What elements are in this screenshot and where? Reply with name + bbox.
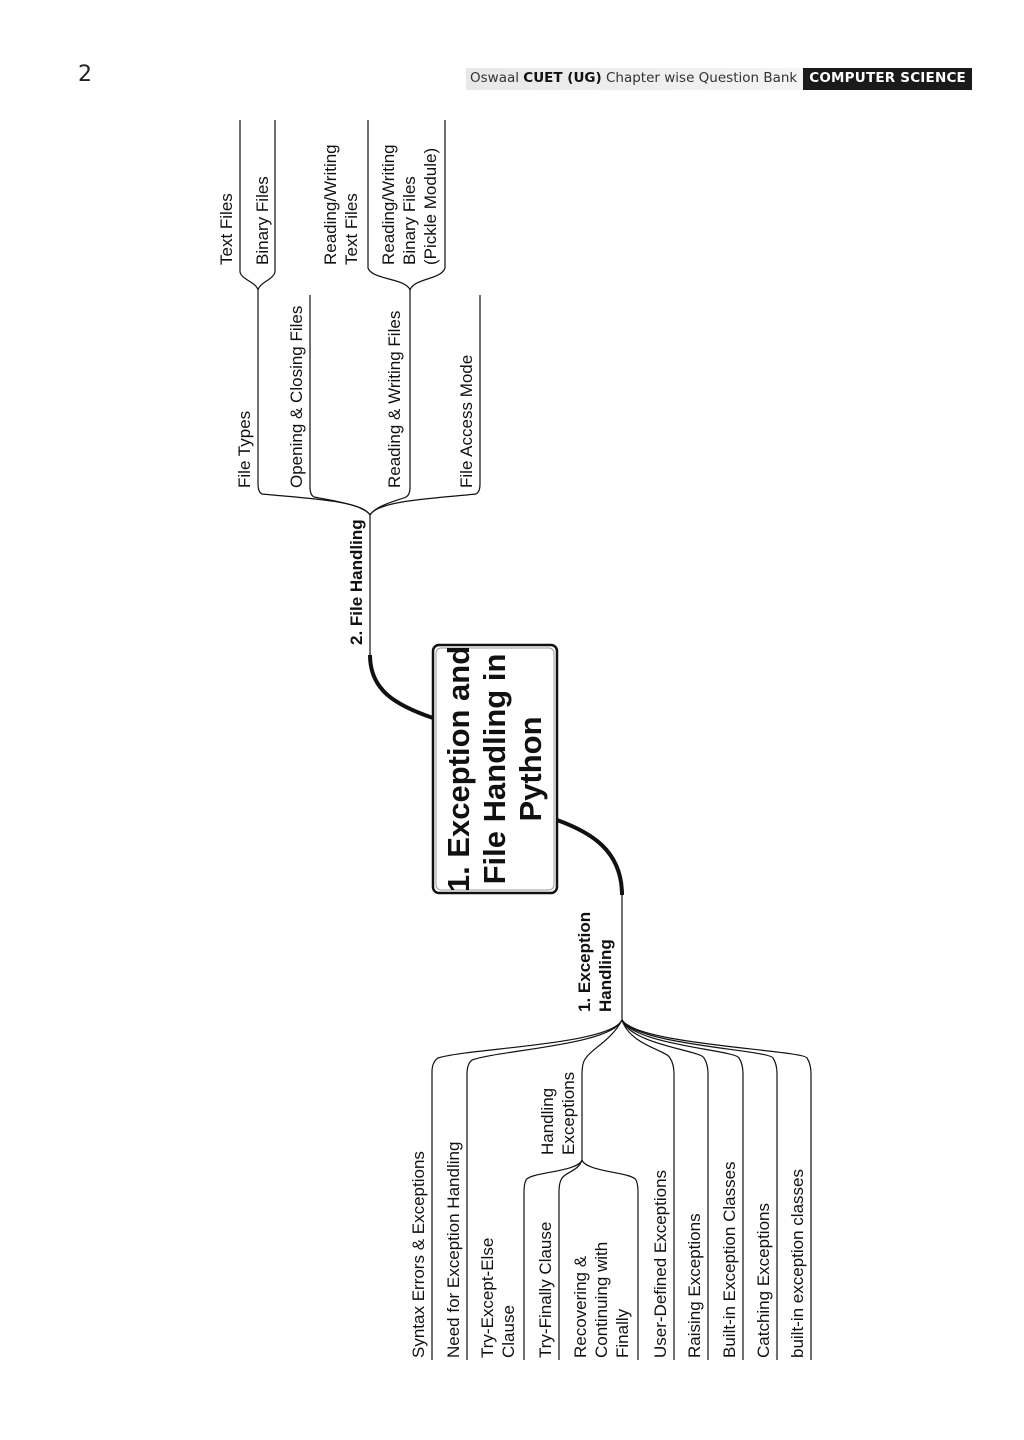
recovering-label: Recovering & Continuing with Finally: [571, 1242, 632, 1358]
central-topic-text: 1. Exception and File Handling in Python: [441, 646, 548, 892]
tee-line-2: Clause: [499, 1305, 518, 1358]
raising-label: Raising Exceptions: [685, 1213, 704, 1358]
need-label: Need for Exception Handling: [444, 1142, 463, 1358]
running-header: Oswaal CUET (UG) Chapter wise Question B…: [466, 68, 972, 90]
branch-text-files: [239, 120, 259, 291]
exception-thick-connector: [556, 818, 624, 896]
branch-rw-text: [367, 120, 411, 291]
branch-raising: [621, 1019, 709, 1360]
branch-syntax: [431, 1019, 623, 1360]
handling-exceptions-label: Handling Exceptions: [538, 1072, 578, 1155]
branch-try-finally: [523, 1159, 583, 1360]
branch-file-types: [257, 290, 371, 516]
exception-title-line-1: 1. Exception: [575, 912, 594, 1012]
center-line-1: 1. Exception and: [441, 646, 476, 892]
builtin-lower-label: built-in exception classes: [788, 1169, 807, 1358]
file-handling-title: 2. File Handling: [347, 519, 366, 645]
handling-line-1: Handling: [538, 1088, 557, 1155]
central-topic-box: [431, 643, 559, 895]
catching-label: Catching Exceptions: [754, 1203, 773, 1358]
branch-reading-writing: [369, 290, 411, 516]
branch-rw-binary: [409, 120, 446, 291]
try-finally-label: Try-Finally Clause: [536, 1222, 555, 1358]
opening-closing-label: Opening & Closing Files: [287, 306, 306, 488]
tee-line-1: Try-Except-Else: [478, 1238, 497, 1358]
branch-handling-right: [581, 1159, 639, 1360]
branch-access-mode: [369, 295, 481, 516]
branch-handling: [581, 1019, 623, 1160]
branch-opening-closing: [309, 295, 371, 516]
header-bold: CUET (UG): [523, 70, 602, 86]
handling-line-2: Exceptions: [559, 1072, 578, 1155]
rw-text-line-2: Text Files: [342, 193, 361, 265]
rw-binary-line-3: (Pickle Module): [421, 148, 440, 265]
branch-catching: [621, 1019, 778, 1360]
rw-binary-label: Reading/Writing Binary Files (Pickle Mod…: [379, 144, 440, 265]
exception-handling-title: 1. Exception Handling: [575, 912, 615, 1012]
access-mode-label: File Access Mode: [457, 355, 476, 488]
try-except-else-label: Try-Except-Else Clause: [478, 1238, 518, 1358]
rw-binary-line-1: Reading/Writing: [379, 144, 398, 265]
exception-title-line-2: Handling: [596, 939, 615, 1012]
rw-binary-line-2: Binary Files: [400, 176, 419, 265]
syntax-errors-label: Syntax Errors & Exceptions: [409, 1151, 428, 1358]
text-files-label: Text Files: [217, 193, 236, 265]
recovering-line-1: Recovering &: [571, 1255, 590, 1358]
recovering-line-2: Continuing with: [592, 1242, 611, 1358]
recovering-line-3: Finally: [613, 1308, 632, 1358]
branch-need: [466, 1019, 623, 1360]
page-number: 2: [78, 62, 92, 87]
user-defined-label: User-Defined Exceptions: [651, 1170, 670, 1358]
center-line-3: Python: [513, 716, 548, 821]
reading-writing-label: Reading & Writing Files: [385, 311, 404, 488]
header-subject: COMPUTER SCIENCE: [803, 68, 972, 90]
branch-builtin-lower: [621, 1019, 812, 1360]
header-suffix: Chapter wise Question Bank: [605, 70, 798, 86]
binary-files-label: Binary Files: [253, 176, 272, 265]
center-line-2: File Handling in: [477, 654, 512, 885]
file-handling-thick-connector: [368, 654, 434, 720]
branch-recovering: [558, 1159, 583, 1360]
builtin-classes-label: Built-in Exception Classes: [720, 1161, 739, 1358]
rw-text-line-1: Reading/Writing: [321, 144, 340, 265]
connector-lines: [239, 120, 812, 1360]
header-prefix: Oswaal: [470, 70, 519, 86]
header-book-title: Oswaal CUET (UG) Chapter wise Question B…: [466, 68, 804, 90]
branch-builtin-classes: [621, 1019, 744, 1360]
file-types-label: File Types: [235, 411, 254, 488]
rw-text-label: Reading/Writing Text Files: [321, 144, 361, 265]
branch-user-defined: [621, 1019, 675, 1360]
central-topic-inner-border: [435, 647, 555, 891]
branch-binary-files: [257, 120, 276, 291]
